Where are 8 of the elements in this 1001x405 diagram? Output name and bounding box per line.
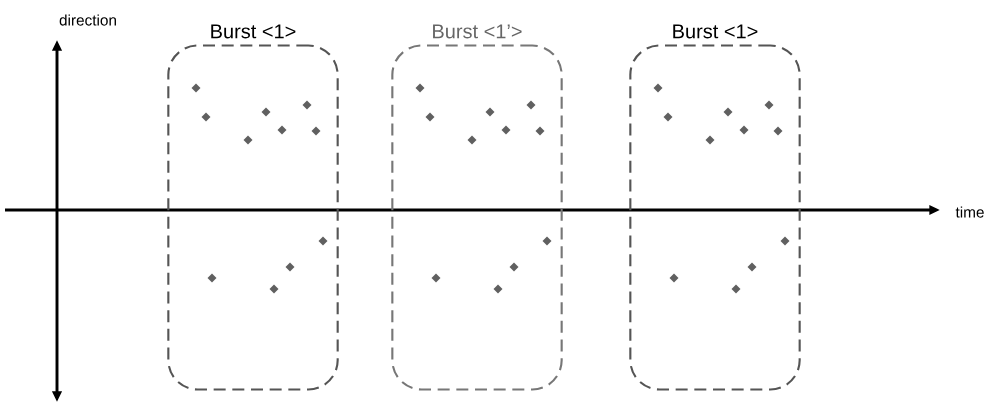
node-label: Burst <1> — [673, 24, 758, 39]
axis-label: time — [955, 206, 984, 218]
node-label: Burst <1’> — [433, 24, 522, 39]
axis-label: direction — [59, 14, 116, 26]
dashed-box: Burst <1> — [167, 24, 339, 391]
node-label: Burst <1> — [211, 24, 296, 39]
dashed-box: Burst <1> — [629, 24, 801, 391]
dashed-box: Burst <1’> — [391, 24, 563, 391]
